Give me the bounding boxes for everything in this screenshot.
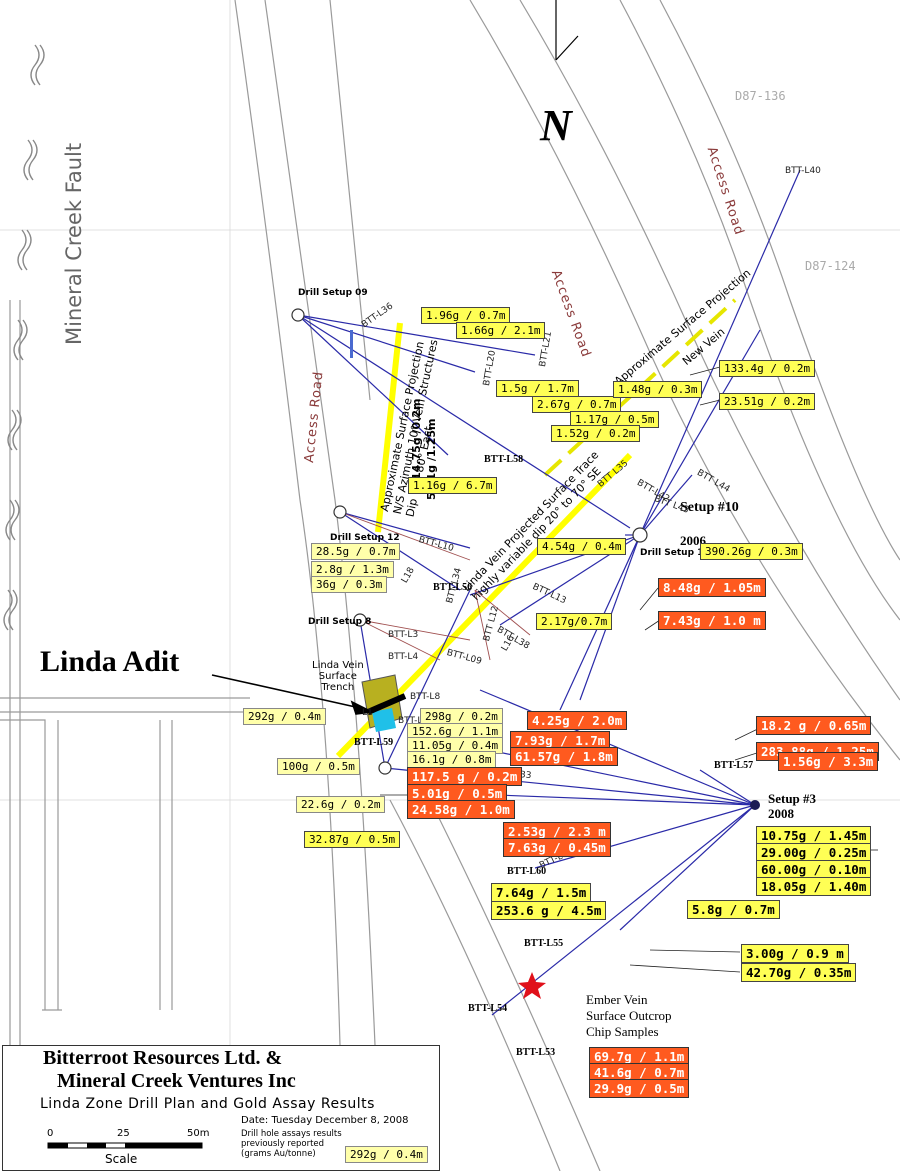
- legend-sample-assay: 292g / 0.4m: [345, 1146, 428, 1163]
- drill-setup-10-label: Drill Setup 10: [640, 548, 710, 558]
- new-assay-label: 7.63g / 0.45m: [503, 838, 611, 857]
- hole-label: BTT-L1: [398, 716, 429, 726]
- assay-label: 1.5g / 1.7m: [496, 380, 579, 397]
- scale-tick-50: 50m: [187, 1128, 210, 1139]
- assay-label: 36g / 0.3m: [311, 576, 388, 593]
- access-road-left: [234, 0, 376, 1046]
- new-assay-label: 18.2 g / 0.65m: [756, 716, 872, 735]
- hole-label: BTT-L4: [388, 652, 419, 662]
- assay-label: 133.4g / 0.2m: [719, 360, 816, 377]
- setup3-title: Setup #3: [768, 791, 817, 806]
- new-assay-label: 1.56g / 3.3m: [778, 752, 879, 771]
- scale-tick-25: 25: [117, 1128, 130, 1139]
- hole-label: L1: [362, 708, 373, 718]
- map-date: Date: Tuesday December 8, 2008: [241, 1115, 409, 1126]
- hole-label: BTT-L55: [524, 938, 564, 949]
- drill-setup-8-label: Drill Setup 8: [308, 617, 372, 627]
- assay-label: 16.1g / 0.8m: [407, 751, 497, 768]
- assay-label: 1.52g / 0.2m: [551, 425, 641, 442]
- hole-label: BTT-L56: [433, 582, 473, 593]
- assay-label: 29.00g / 0.25m: [756, 843, 872, 862]
- assay-label: 18.05g / 1.40m: [756, 877, 872, 896]
- new-assay-label: 61.57g / 1.8m: [510, 747, 618, 766]
- new-assay-label: 117.5 g / 0.2m: [407, 767, 523, 786]
- map-subtitle: Linda Zone Drill Plan and Gold Assay Res…: [40, 1096, 375, 1112]
- hole-label: BTT-L3: [388, 630, 419, 640]
- new-assay-label: 24.58g / 1.0m: [407, 800, 515, 819]
- assay-label: 1.66g / 2.1m: [456, 322, 546, 339]
- fault-label: Mineral Creek Fault: [62, 142, 86, 345]
- d87-124-label: D87-124: [805, 259, 856, 273]
- setup10-title: Setup #10: [680, 500, 739, 515]
- setup10-year: 2006: [680, 533, 706, 548]
- new-assay-label: 7.43g / 1.0 m: [658, 611, 766, 630]
- setup3-marker: [750, 800, 760, 810]
- hole-label: BTT-L59: [354, 737, 394, 748]
- assay-label: 390.26g / 0.3m: [700, 543, 803, 560]
- old-drill-traces: [339, 511, 531, 661]
- drill-setup-12-label: Drill Setup 12: [330, 533, 400, 543]
- new-assay-label: 4.25g / 2.0m: [527, 711, 628, 730]
- legend-note: Drill hole assays results previously rep…: [241, 1129, 342, 1159]
- assay-label: 1.48g / 0.3m: [613, 381, 703, 398]
- assay-label: 1.16g / 6.7m: [408, 477, 498, 494]
- assay-label: 5.8g / 0.7m: [687, 900, 780, 919]
- trench-outline: [361, 674, 407, 732]
- north-label: N: [540, 101, 572, 150]
- trench-label: Linda Vein Surface Trench: [312, 660, 364, 693]
- scale-label: Scale: [105, 1152, 138, 1166]
- access-road-right: [389, 0, 900, 1171]
- assay-label: 3.00g / 0.9 m: [741, 944, 849, 963]
- setup-markers: [291, 308, 648, 775]
- north-arrow: [555, 0, 579, 61]
- assay-label: 23.51g / 0.2m: [719, 393, 816, 410]
- new-assay-label: 29.9g / 0.5m: [589, 1079, 690, 1098]
- company-line-2: Mineral Creek Ventures Inc: [57, 1070, 296, 1092]
- assay-label: 4.54g / 0.4m: [537, 538, 627, 555]
- assay-label: 292g / 0.4m: [243, 708, 326, 725]
- hole-label: BTT-L8: [410, 692, 441, 702]
- assay-label: 7.64g / 1.5m: [491, 883, 592, 902]
- assay-label: 28.5g / 0.7m: [311, 543, 401, 560]
- assay-label: 152.6g / 1.1m: [407, 723, 504, 740]
- new-assay-label: 8.48g / 1.05m: [658, 578, 766, 597]
- d87-136-label: D87-136: [735, 89, 786, 103]
- assay-label: 42.70g / 0.35m: [741, 963, 857, 982]
- fault-symbols: [3, 44, 45, 631]
- hole-label: BTT-L58: [484, 454, 524, 465]
- setup3-year: 2008: [768, 806, 794, 821]
- new-assay-label: 69.7g / 1.1m: [589, 1047, 690, 1066]
- new-assay-label: 7.93g / 1.7m: [510, 731, 611, 750]
- hole-label: BTT-L57: [714, 760, 754, 771]
- ember-vein-label: Ember Vein Surface Outcrop Chip Samples: [586, 992, 672, 1039]
- new-assay-label: 41.6g / 0.7m: [589, 1063, 690, 1082]
- linda-adit-arrow: [211, 674, 375, 715]
- assay-label: 100g / 0.5m: [277, 758, 360, 775]
- hole-label: BTT-L60: [507, 866, 547, 877]
- ember-star: [518, 972, 546, 999]
- new-assay-label: 5.01g / 0.5m: [407, 784, 508, 803]
- blue-marker: [350, 330, 353, 358]
- assay-label: 2.67g / 0.7m: [532, 396, 622, 413]
- vertical-assay-label: 14.75g /0.2m: [410, 398, 423, 480]
- hole-label: BTT-L53: [516, 1047, 556, 1058]
- assay-label: 1.96g / 0.7m: [421, 307, 511, 324]
- drill-setup-09-label: Drill Setup 09: [298, 288, 368, 298]
- linda-adit-label: Linda Adit: [40, 645, 180, 678]
- company-line-1: Bitterroot Resources Ltd. &: [43, 1047, 283, 1069]
- scale-bar: [47, 1142, 203, 1149]
- assay-label: 1.17g / 0.5m: [570, 411, 660, 428]
- hole-label: BTT-L40: [785, 166, 821, 176]
- assay-label: 253.6 g / 4.5m: [491, 901, 607, 920]
- hole-label: BTT-L54: [468, 1003, 508, 1014]
- assay-label: 2.17g/0.7m: [536, 613, 613, 630]
- title-block: Bitterroot Resources Ltd. & Mineral Cree…: [2, 1045, 440, 1171]
- new-assay-label: 2.53g / 2.3 m: [503, 822, 611, 841]
- assay-label: 22.6g / 0.2m: [296, 796, 386, 813]
- assay-label: 32.87g / 0.5m: [304, 831, 401, 848]
- scale-tick-0: 0: [47, 1128, 54, 1139]
- assay-label: 10.75g / 1.45m: [756, 826, 872, 845]
